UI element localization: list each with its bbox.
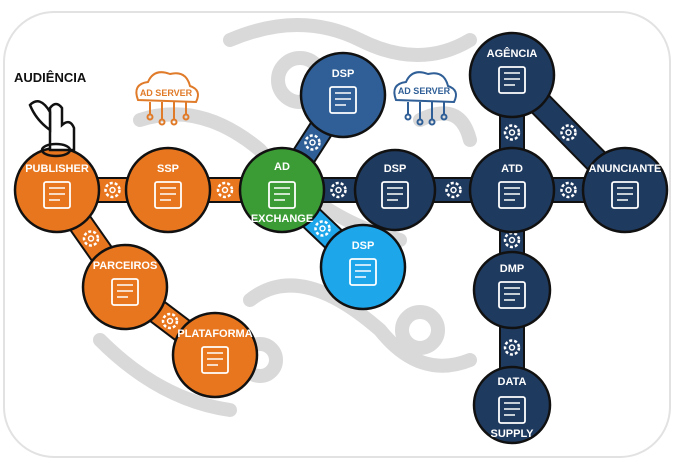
node-dmp[interactable]: DMP [472,250,552,330]
gear-icon [330,181,347,199]
parceiros-label: PARCEIROS [93,260,158,272]
data_supply-label-2: SUPPLY [490,428,534,440]
node-parceiros[interactable]: PARCEIROS [81,243,169,331]
plataforma-icon [201,346,229,374]
gear-icon [560,124,577,141]
gear-icon [445,181,462,199]
parceiros-icon [111,278,139,306]
gear-icon [104,181,121,199]
data_supply-label: DATA [498,376,527,388]
node-publisher[interactable]: PUBLISHER [13,146,101,234]
dmp-icon [498,281,526,309]
dmp-label: DMP [500,263,524,275]
dsp_top-icon [329,86,357,114]
node-plataforma[interactable]: PLATAFORMA [171,311,259,399]
node-dsp-light[interactable]: DSP [319,223,407,311]
atd-label: ATD [501,163,523,175]
dsp_mid-label: DSP [384,163,407,175]
gear-icon [503,124,521,141]
node-ssp[interactable]: SSP [124,146,212,234]
pointing-hand-icon [28,100,76,158]
node-dsp-mid[interactable]: DSP [353,148,437,232]
node-atd[interactable]: ATD [468,146,556,234]
gear-icon [161,312,179,330]
gear-icon [503,339,521,356]
gear-icon [304,134,321,151]
data_supply-icon [498,396,526,424]
gear-icon [314,220,331,237]
node-data-supply[interactable]: DATA SUPPLY [472,365,552,445]
ssp-icon [154,181,182,209]
audience-label: AUDIÊNCIA [14,70,87,85]
dsp_light-label: DSP [352,240,375,252]
node-anunciante[interactable]: ANUNCIANTE [581,146,669,234]
background-network [93,18,477,417]
dsp_top-label: DSP [332,68,355,80]
agencia-label: AGÊNCIA [487,47,538,60]
plataforma-label: PLATAFORMA [177,328,252,340]
adx-label: AD [274,161,290,173]
node-agencia[interactable]: AGÊNCIA [468,31,556,119]
gear-icon [82,230,100,247]
ad-server-right-label: AD SERVER [398,86,451,96]
anunciante-icon [611,181,639,209]
node-dsp-top[interactable]: DSP [299,51,387,139]
dsp_light-icon [349,258,377,286]
adx-icon [268,181,296,209]
agencia-icon [498,66,526,94]
gear-icon [216,181,234,199]
ad-server-left-label: AD SERVER [140,88,193,98]
gear-icon [560,181,577,199]
publisher-label: PUBLISHER [25,163,89,175]
ad-server-left-cloud-icon [135,71,199,126]
dsp_mid-icon [381,181,409,209]
ad-server-right-cloud-icon [393,71,457,126]
adx-label-2: EXCHANGE [251,213,313,225]
ssp-label: SSP [157,163,179,175]
node-adx[interactable]: AD EXCHANGE [238,146,326,234]
atd-icon [498,181,526,209]
publisher-icon [43,181,71,209]
anunciante-label: ANUNCIANTE [589,163,662,175]
